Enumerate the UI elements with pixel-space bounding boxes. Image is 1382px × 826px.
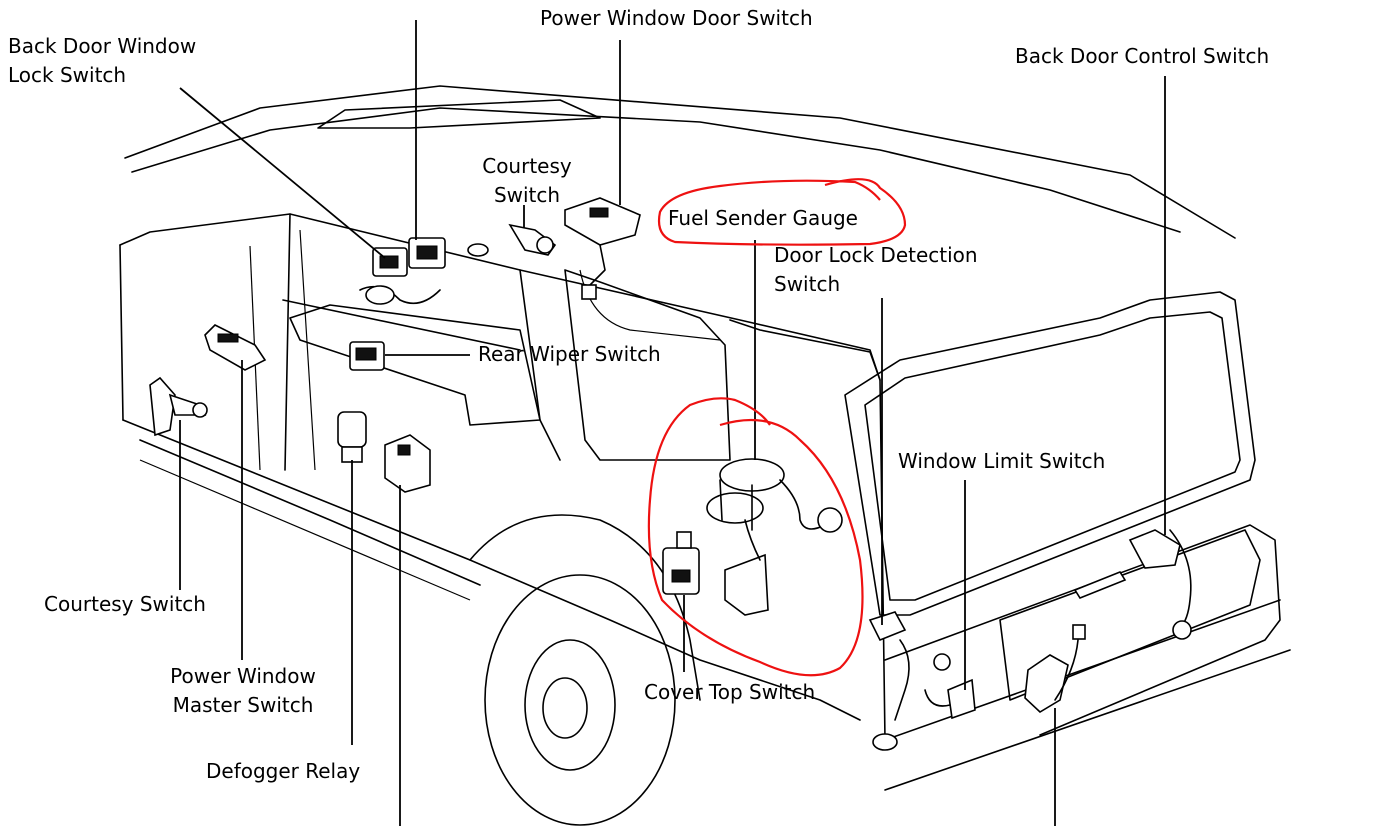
b-pillar xyxy=(284,213,291,471)
side-window xyxy=(564,269,731,461)
label-back-door-control-switch: Back Door Control Switch xyxy=(1015,44,1270,68)
label-courtesy-switch-upper: Courtesy Switch xyxy=(482,154,572,207)
tailgate-outer xyxy=(884,524,1281,736)
annotation-circle-label xyxy=(657,178,907,246)
window-limit-switch-part xyxy=(924,653,976,720)
back-window-outer xyxy=(844,291,1256,616)
wire-harness xyxy=(579,269,721,341)
rear-wiper-switch-part xyxy=(349,341,385,371)
label-door-lock-detection-switch: Door Lock Detection Switch xyxy=(774,243,978,296)
power-window-door-switch-part xyxy=(564,197,641,300)
label-rear-wiper-switch: Rear Wiper Switch xyxy=(478,342,661,366)
courtesy-switch-lower-part xyxy=(149,376,208,437)
defogger-relay-part xyxy=(337,411,367,463)
side-trim xyxy=(139,459,471,601)
label-cover-top-switch: Cover Top Switch xyxy=(644,680,816,704)
wheel-arch xyxy=(469,514,701,701)
label-fuel-sender-gauge: Fuel Sender Gauge xyxy=(668,206,858,230)
rear-wheel-rim xyxy=(524,639,616,771)
power-window-master-switch-part xyxy=(204,324,267,371)
leader-back-door-window-lock xyxy=(179,87,386,259)
label-courtesy-switch-lower: Courtesy Switch xyxy=(44,592,206,616)
label-power-window-door-switch: Power Window Door Switch xyxy=(540,6,813,30)
label-defogger-relay: Defogger Relay xyxy=(206,759,361,783)
label-power-window-master-switch: Power Window Master Switch xyxy=(170,664,316,717)
back-window-inner xyxy=(864,311,1241,601)
rear-wheel-hub xyxy=(542,677,588,739)
roof-panel xyxy=(317,99,601,129)
roof-inner-line xyxy=(131,107,1181,233)
rocker-line xyxy=(139,439,481,586)
fuel-sender-gauge-part xyxy=(706,458,843,616)
roof-outline xyxy=(124,85,1236,239)
license-lamp-part xyxy=(1024,624,1086,713)
courtesy-switch-upper-part xyxy=(467,223,557,257)
interior-shelf xyxy=(289,304,541,426)
door-edge xyxy=(282,299,521,351)
back-door-control-switch-part xyxy=(1073,529,1192,640)
back-door-window-lock-switch-part xyxy=(359,237,446,305)
body-front-edge xyxy=(119,244,124,421)
annotation-circle-part xyxy=(647,397,864,677)
interior-line-1 xyxy=(299,229,316,471)
cover-top-switch-part xyxy=(662,531,700,595)
label-window-limit-switch: Window Limit Switch xyxy=(898,449,1106,473)
bumper xyxy=(884,649,1291,791)
label-back-door-window-lock-switch: Back Door Window Lock Switch xyxy=(8,34,197,87)
body-lower-edge xyxy=(122,419,861,721)
rear-wheel xyxy=(484,574,676,826)
door-lock-detection-switch-part xyxy=(868,611,910,751)
relay-box-part xyxy=(384,434,431,493)
tailgate-panel xyxy=(999,529,1261,701)
tailgate-lower xyxy=(884,599,1281,741)
